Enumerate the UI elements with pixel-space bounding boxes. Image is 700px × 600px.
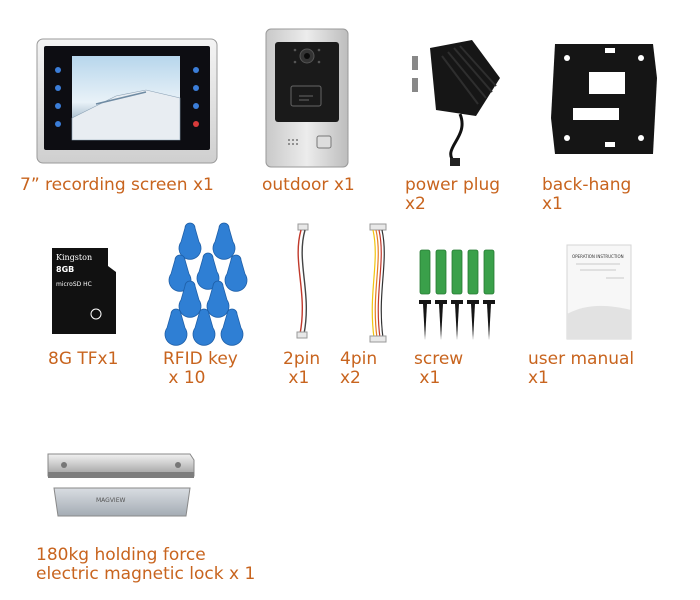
caption-2pin-line1: 2pin (283, 349, 321, 369)
caption-screw-line1: screw (414, 349, 464, 369)
four-pin-cable-image (360, 222, 396, 346)
caption-4pin-line1: 4pin (340, 349, 378, 369)
caption-manual: user manual x1 (528, 350, 634, 388)
screws-image (410, 246, 506, 342)
caption-power-plug-line1: power plug (405, 175, 501, 195)
rfid-keys-image (163, 218, 255, 346)
caption-power-plug-line2: x2 (405, 194, 426, 214)
caption-rfid-line1: RFID key (163, 349, 238, 369)
magnetic-lock-image: MAGVIEW (40, 448, 200, 528)
caption-monitor: 7” recording screen x1 (20, 175, 214, 195)
caption-rfid-line2: x 10 (168, 368, 206, 388)
user-manual-image: OPERATION INSTRUCTION (566, 244, 632, 340)
caption-manual-line1: user manual (528, 349, 635, 369)
caption-2pin: 2pin x1 (283, 350, 320, 388)
caption-rfid: RFID key x 10 (163, 350, 238, 388)
caption-manual-line2: x1 (528, 368, 549, 388)
caption-tf-card: 8G TFx1 (48, 349, 119, 369)
two-pin-cable-image (288, 222, 318, 342)
caption-2pin-line2: x1 (288, 368, 310, 388)
caption-lock-line1: 180kg holding force (36, 545, 206, 565)
caption-back-hang-line1: back-hang (542, 175, 632, 195)
caption-lock: 180kg holding force electric magnetic lo… (36, 546, 255, 584)
caption-4pin-line2: x2 (340, 368, 361, 388)
caption-back-hang-line2: x1 (542, 194, 563, 214)
sd-type-text: microSD HC (56, 281, 92, 288)
caption-screw-line2: x1 (419, 368, 441, 388)
sd-brand-text: Kingston (56, 253, 92, 262)
caption-outdoor: outdoor x1 (262, 175, 355, 195)
caption-power-plug: power plug x2 (405, 176, 500, 214)
microsd-card-image: Kingston 8GB microSD HC (48, 246, 120, 336)
outdoor-unit-image (265, 28, 349, 168)
caption-back-hang: back-hang x1 (542, 176, 631, 214)
monitor-image (36, 38, 218, 164)
caption-screw: screw x1 (414, 350, 463, 388)
power-plug-image (400, 38, 510, 168)
caption-4pin: 4pin x2 (340, 350, 377, 388)
caption-lock-line2: electric magnetic lock x 1 (36, 564, 256, 584)
back-hang-bracket-image (545, 38, 663, 160)
sd-size-text: 8GB (56, 265, 74, 274)
lock-brand-text: MAGVIEW (96, 497, 125, 504)
manual-title-text: OPERATION INSTRUCTION (572, 254, 624, 259)
